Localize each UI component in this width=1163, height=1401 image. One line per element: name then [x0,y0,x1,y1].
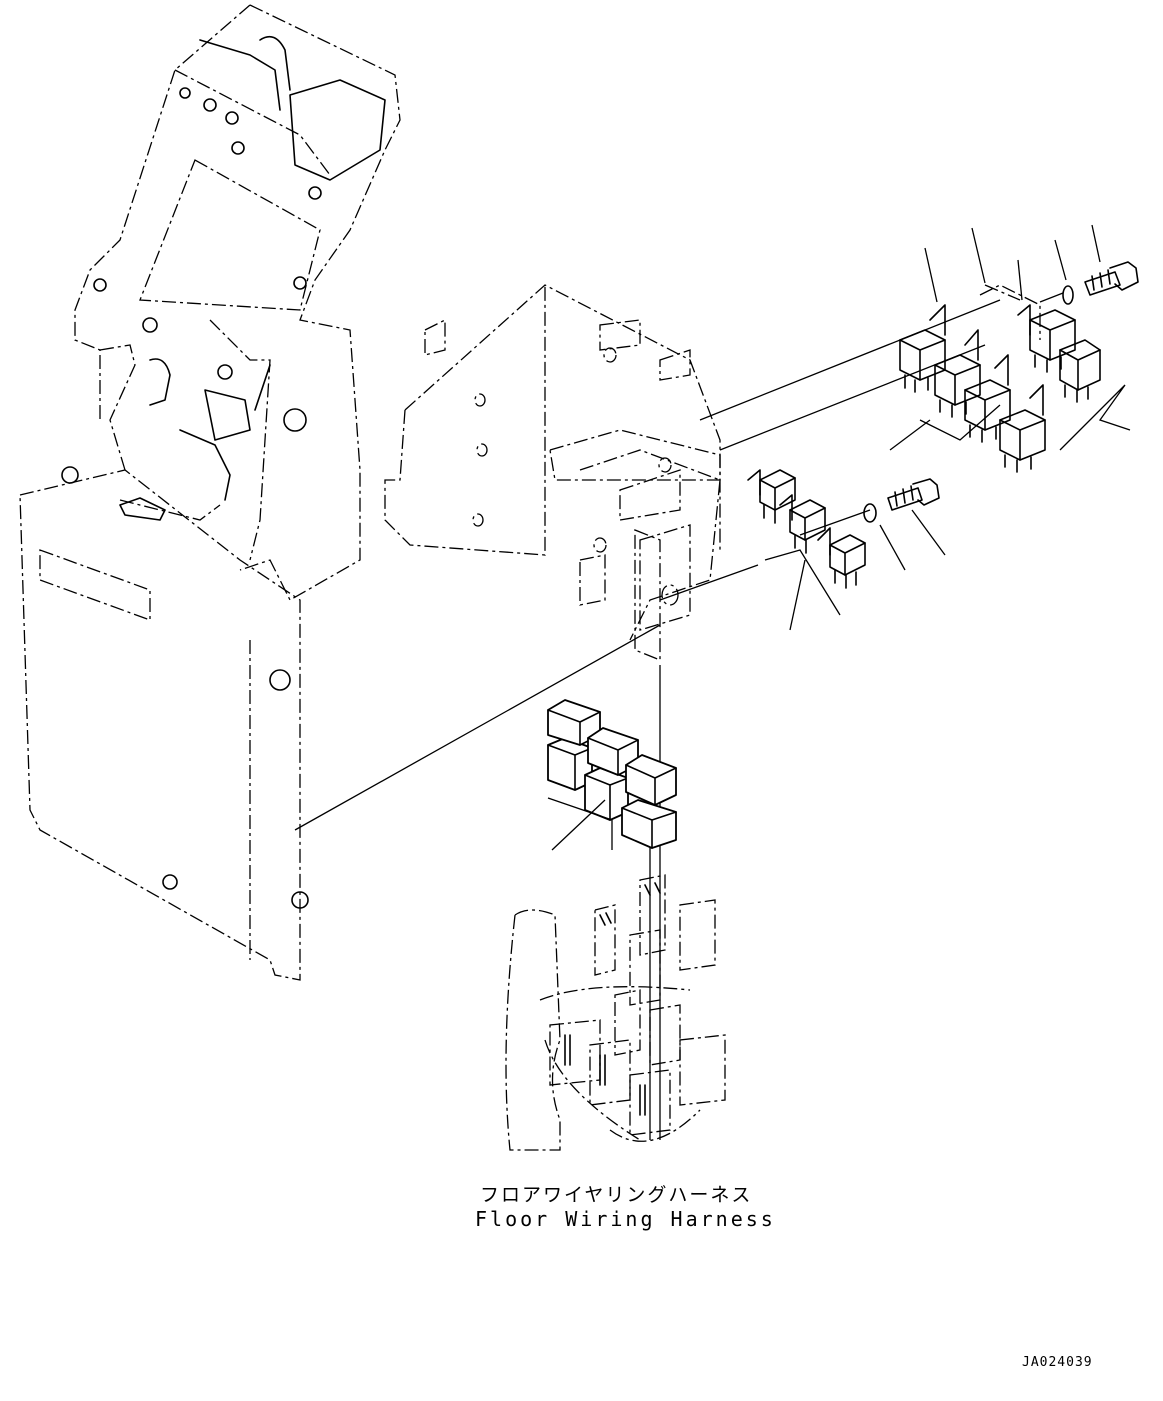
middle-relay [779,494,826,554]
middle-relay [817,527,866,589]
lower-relay [547,699,601,746]
projection-lines [294,292,1064,1140]
lower-relay [625,754,677,806]
harness-label-japanese: フロアワイヤリングハーネス [480,1184,753,1206]
upper-relay [1017,304,1076,373]
harness-label-english: Floor Wiring Harness [475,1207,776,1231]
upper-relay [999,384,1046,473]
middle-washer-icon [863,503,877,523]
upper-leaders [889,224,1131,451]
middle-relay [747,469,796,524]
left-console-frame [19,4,401,981]
middle-relay-set [747,469,866,589]
upper-relay [1059,339,1101,403]
lower-relay [621,799,677,849]
upper-relay [899,304,946,393]
upper-washer-icon [1062,285,1074,305]
upper-relay-set [899,284,1101,473]
lower-leaders [547,797,613,851]
left-frame-details [61,35,386,909]
middle-bolt [887,478,940,511]
lower-relay [547,737,593,791]
middle-leaders [764,509,946,631]
upper-relay [934,329,981,418]
center-bracket [384,284,721,661]
lower-relay-block [547,699,677,849]
upper-relay [964,354,1011,443]
upper-bolt [1084,261,1139,296]
floor-wiring-harness [505,874,726,1151]
drawing-code: JA024039 [1022,1355,1093,1370]
